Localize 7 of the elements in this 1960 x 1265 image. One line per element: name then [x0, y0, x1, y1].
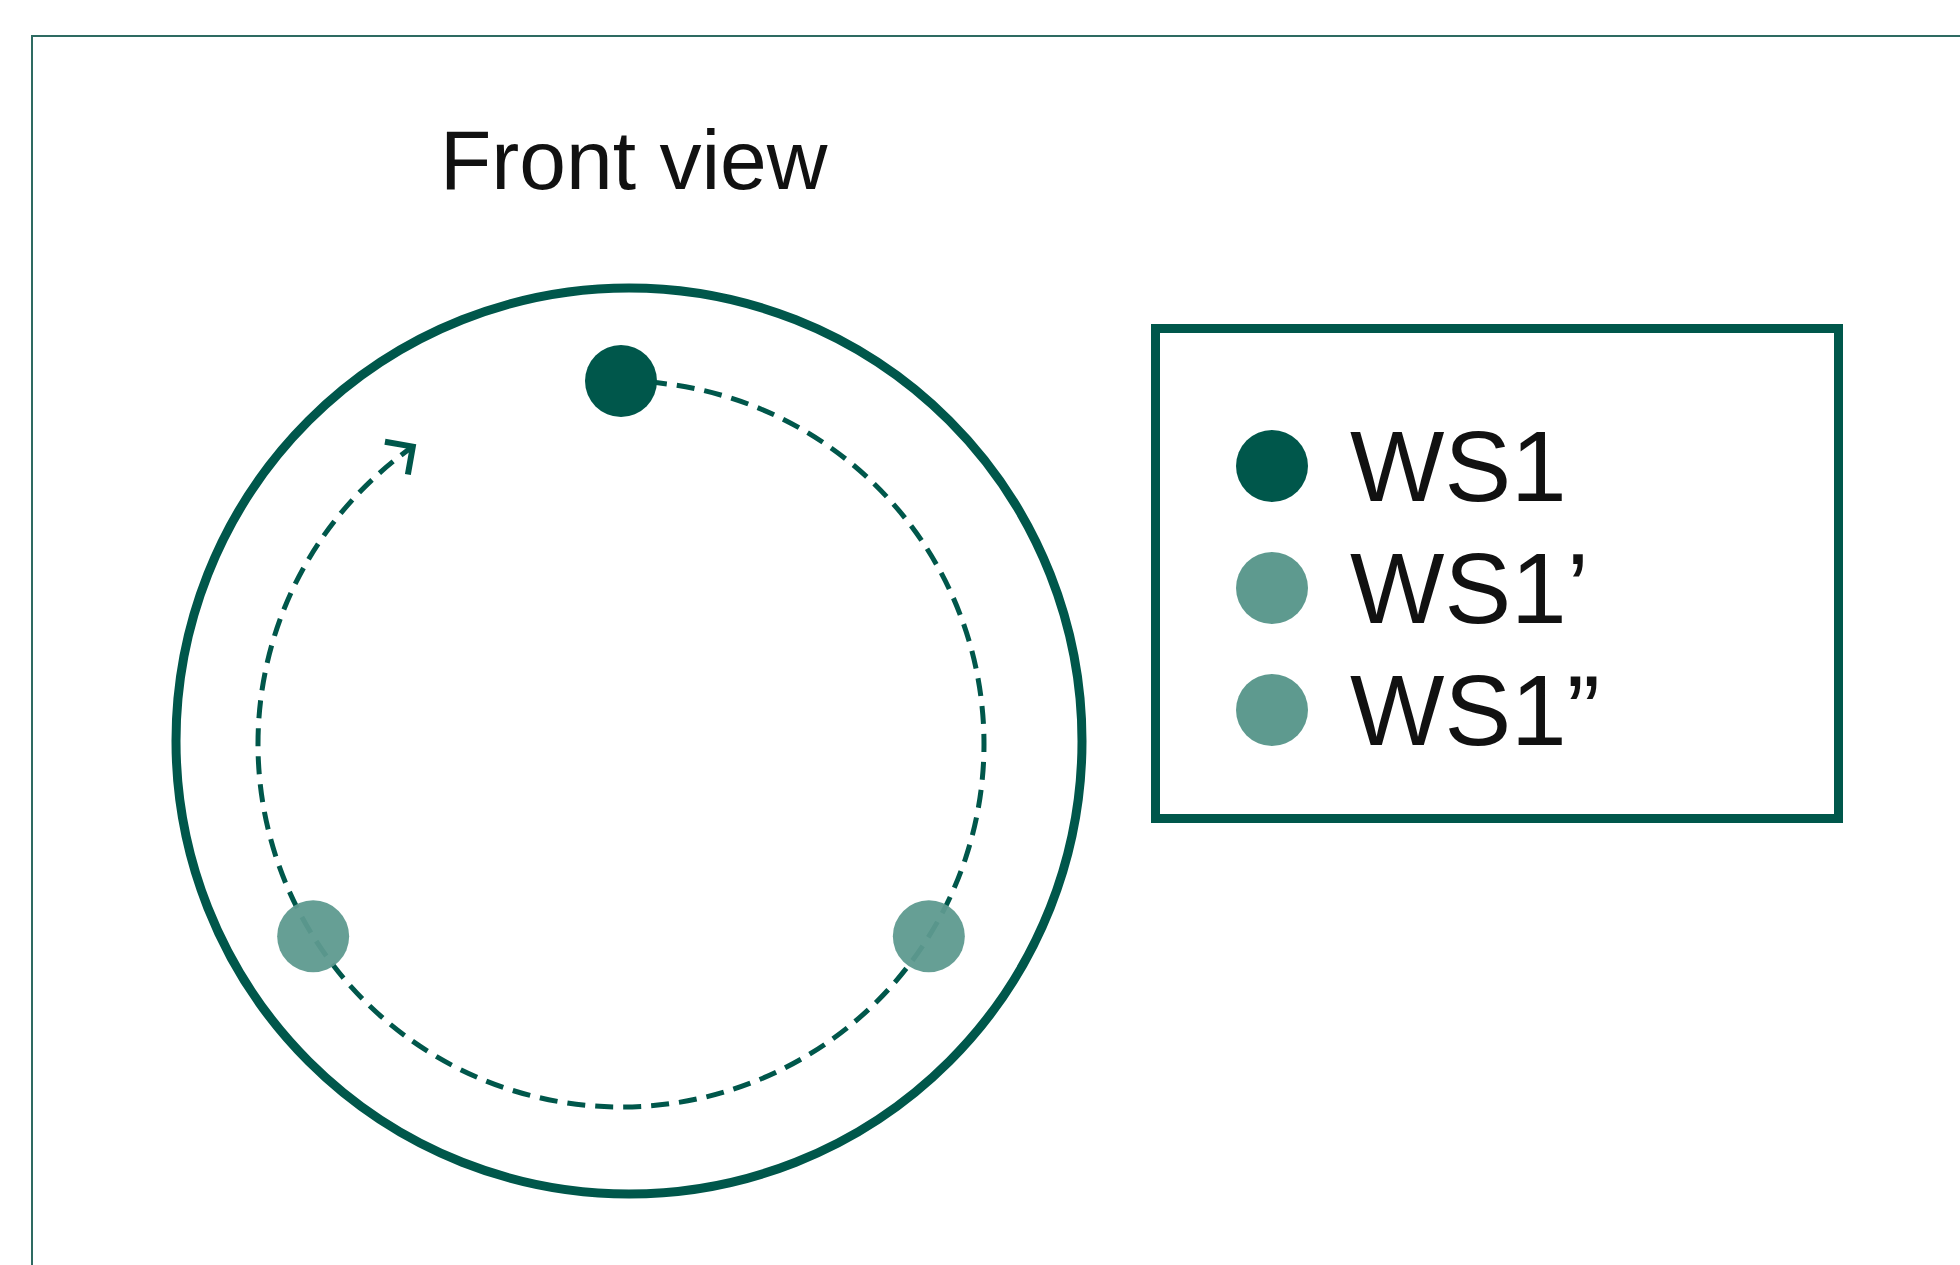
- position-dot: [892, 900, 965, 973]
- legend-label: WS1’: [1350, 538, 1589, 638]
- legend-label: WS1: [1350, 416, 1567, 516]
- legend-label: WS1”: [1350, 660, 1600, 760]
- title: Front view: [440, 112, 828, 209]
- position-dot: [277, 900, 350, 973]
- position-dot: [585, 345, 657, 417]
